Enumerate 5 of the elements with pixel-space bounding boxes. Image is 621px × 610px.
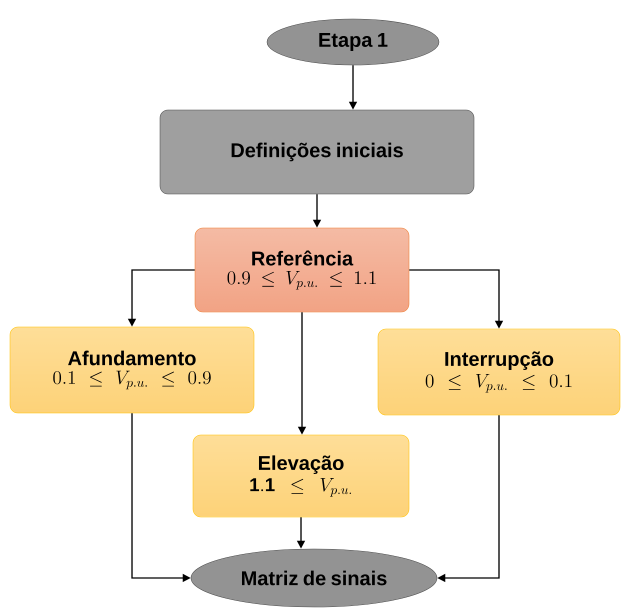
process-box: Afundamento $0.1 \le V_{p.u.} \le 0.9$ [10,326,254,414]
process-box: Elevação $\mathbf{1.1} \le V_{p.u.}$ [192,434,410,518]
process-box: Referência $0.9 \le V_{p.u.} \le 1.1$ [194,228,410,312]
process-box: Interrupção $0 \le V_{p.u.} \le 0.1$ [378,328,620,416]
process-box: Definições iniciais [160,110,474,194]
